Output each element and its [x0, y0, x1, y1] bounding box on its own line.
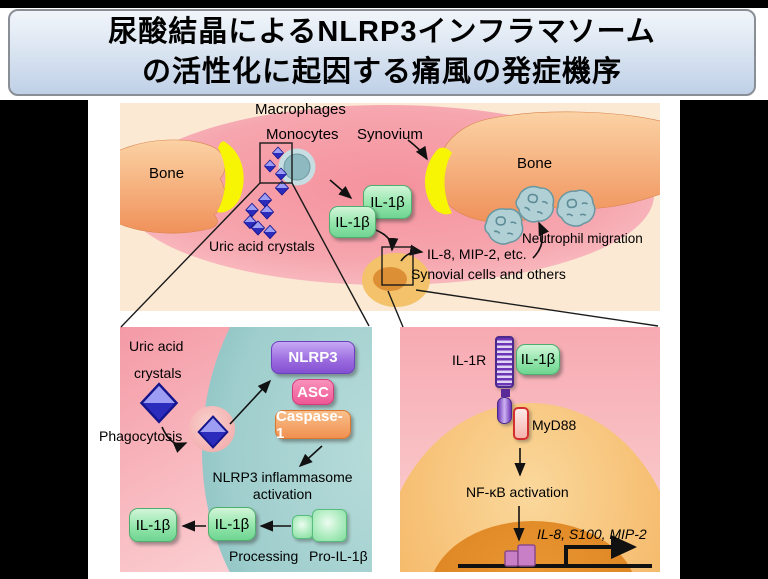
label-nfkb-activation: NF-κB activation: [466, 484, 569, 500]
top-black-bar: [0, 0, 768, 8]
asc-box: ASC: [292, 379, 334, 405]
synovial-cell-nucleus: [373, 267, 407, 291]
synovium-right-shape: [425, 147, 452, 215]
label-bone-left: Bone: [149, 165, 185, 182]
il1r-receptor-extracellular: [495, 336, 514, 388]
pro-il1b-square-large: [312, 509, 347, 542]
label-target-genes: IL-8, S100, MIP-2: [537, 526, 647, 542]
label-uric-acid-l1: Uric acid: [129, 338, 184, 354]
il1b-box-secreted: IL-1β: [129, 508, 177, 542]
label-nlrp3-activation-l2: activation: [252, 486, 313, 502]
transcription-factor-small: [504, 550, 519, 567]
arrow-to-nlrp3: [229, 379, 272, 425]
arrow-synovium-pointer: [407, 139, 428, 161]
label-synovial-cells: Synovial cells and others: [411, 266, 566, 282]
monocyte-cell-nucleus: [283, 153, 311, 181]
bone-left-shape: [120, 139, 226, 234]
transcription-factor-large: [517, 544, 536, 567]
il1b-box-ligand: IL-1β: [516, 344, 560, 375]
title-line-1: 尿酸結晶によるNLRP3インフラマソーム: [108, 16, 656, 49]
pro-il1b-square-small: [292, 515, 314, 539]
il1b-box-mature: IL-1β: [208, 507, 256, 541]
label-il8-mip2: IL-8, MIP-2, etc.: [427, 246, 527, 262]
caspase1-box: Caspase-1: [275, 408, 351, 442]
arrow-to-activation: [298, 445, 323, 468]
il1r-receptor-intracellular: [497, 397, 512, 424]
label-pro-il1b: Pro-IL-1β: [309, 548, 368, 564]
title-line-2: の活性化に起因する痛風の発症機序: [141, 55, 622, 88]
label-nlrp3-activation-l1: NLRP3 inflammasome: [212, 469, 353, 485]
arrow-neutrophil-migration: [532, 221, 550, 259]
label-monocytes: Monocytes: [266, 126, 339, 143]
label-neutrophil-migration: Neutrophil migration: [522, 231, 643, 246]
transcription-start-arrow: [564, 535, 637, 566]
right-black-bar: [680, 100, 768, 579]
myd88-shape: [513, 407, 529, 440]
bone-right-shape: [436, 111, 660, 223]
left-black-bar: [0, 100, 88, 579]
label-il1r: IL-1R: [452, 352, 487, 368]
label-myd88: MyD88: [532, 417, 577, 433]
label-phagocytosis: Phagocytosis: [99, 428, 183, 444]
title-box: 尿酸結晶によるNLRP3インフラマソーム の活性化に起因する痛風の発症機序: [8, 9, 756, 96]
label-bone-right: Bone: [517, 155, 553, 172]
il1b-box-top-b: IL-1β: [329, 206, 376, 238]
label-processing: Processing: [229, 548, 299, 564]
label-macrophages: Macrophages: [255, 101, 346, 118]
label-uric-acid-crystals-top: Uric acid crystals: [209, 238, 315, 254]
il1r-receptor-stalk: [501, 389, 510, 397]
neutrophil-1: [484, 208, 524, 245]
responder-cell-body: [400, 403, 660, 572]
arrow-phagocytosis: [161, 426, 188, 453]
label-synovium: Synovium: [357, 126, 423, 143]
label-uric-acid-l2: crystals: [134, 365, 182, 381]
nlrp3-box: NLRP3: [271, 341, 355, 374]
